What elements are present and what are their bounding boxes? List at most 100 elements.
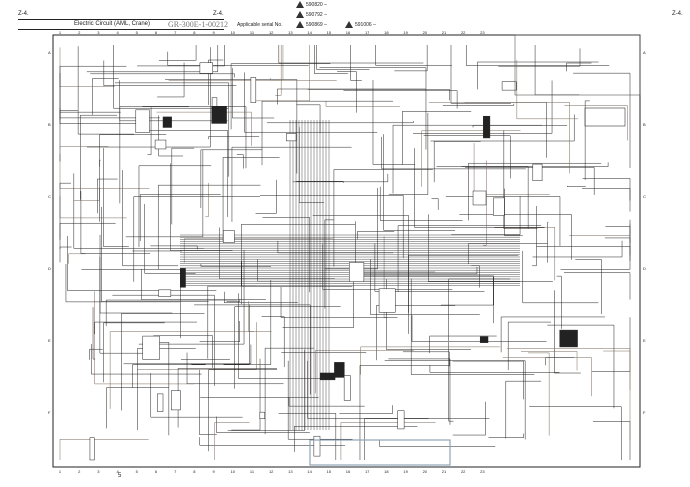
wire [94, 321, 197, 335]
wire [307, 89, 450, 101]
wire [59, 222, 116, 240]
wire [452, 360, 524, 400]
wire [316, 45, 370, 70]
wire [567, 185, 586, 187]
wire [591, 317, 631, 372]
wire [158, 115, 184, 157]
wire [224, 291, 298, 303]
wire [408, 254, 519, 334]
wires [59, 45, 631, 461]
wire [275, 45, 282, 96]
wire [232, 68, 275, 119]
wire [139, 194, 221, 242]
wire [103, 148, 129, 247]
wire [506, 348, 631, 440]
wire [337, 71, 357, 113]
wire [219, 227, 335, 279]
connector [483, 115, 491, 139]
column-number: 15 [326, 30, 332, 35]
wire [433, 141, 481, 183]
wire [494, 226, 556, 281]
wire [80, 114, 118, 200]
column-number: 15 [326, 469, 332, 474]
column-number: 13 [288, 469, 293, 474]
wire [450, 45, 511, 104]
wire [410, 278, 535, 375]
wire [350, 45, 362, 81]
wire [153, 335, 213, 368]
connector [559, 329, 578, 348]
wire [137, 322, 257, 370]
connector [479, 336, 489, 343]
wire [384, 360, 526, 440]
wire [280, 287, 398, 318]
column-number: 8 [193, 469, 196, 474]
wire [165, 79, 298, 174]
wire [125, 150, 204, 238]
serial-4: 591006 – [345, 21, 376, 28]
wire [205, 182, 209, 218]
wire [436, 166, 529, 229]
wire [376, 305, 456, 361]
wire [123, 344, 252, 365]
column-number: 5 [135, 30, 138, 35]
wire [488, 433, 524, 438]
connector [223, 230, 235, 243]
wire [357, 231, 395, 240]
wire [216, 416, 310, 433]
wire [231, 358, 261, 431]
revision-triangle-icon [345, 21, 353, 28]
row-letter: C [643, 194, 646, 199]
wire [563, 272, 631, 300]
column-number: 16 [345, 30, 351, 35]
column-number: 9 [212, 30, 215, 35]
wire [282, 280, 354, 328]
wire [554, 290, 581, 374]
column-number: 12 [268, 30, 274, 35]
wire [208, 59, 224, 105]
wire [414, 148, 545, 228]
wire [465, 167, 595, 195]
wire [430, 114, 575, 142]
wire [521, 351, 578, 371]
wire [429, 365, 560, 373]
wire [505, 380, 542, 439]
column-number: 2 [78, 469, 81, 474]
wire [255, 179, 277, 214]
wire [253, 45, 310, 102]
wire [59, 146, 109, 149]
connector [211, 106, 227, 124]
wire [141, 269, 266, 301]
serial-text: 590820 – [306, 1, 327, 8]
wire [158, 45, 197, 61]
wire [584, 100, 590, 180]
column-number: 20 [422, 469, 428, 474]
column-number: 6 [154, 30, 158, 35]
connector [162, 116, 172, 128]
connector [259, 411, 265, 420]
wire [363, 275, 494, 324]
wire [86, 45, 219, 73]
wire [92, 307, 96, 360]
column-number: 12 [268, 469, 274, 474]
header-rule-bottom [18, 29, 224, 30]
wire [547, 324, 615, 409]
column-number: 7 [174, 30, 177, 35]
row-letter: D [48, 266, 51, 271]
wire [59, 182, 71, 249]
wire [370, 259, 480, 315]
wire [234, 306, 341, 389]
wire [315, 350, 414, 394]
wire [468, 162, 602, 221]
wire [138, 249, 245, 345]
wire [86, 47, 211, 148]
connector [343, 375, 351, 401]
wire [397, 225, 542, 292]
wire [138, 165, 212, 248]
wire [573, 72, 631, 169]
row-letter: A [643, 50, 646, 55]
wire [73, 188, 100, 201]
wire [191, 304, 250, 365]
serial-3: 590869 – [296, 21, 327, 28]
wire [467, 243, 548, 265]
